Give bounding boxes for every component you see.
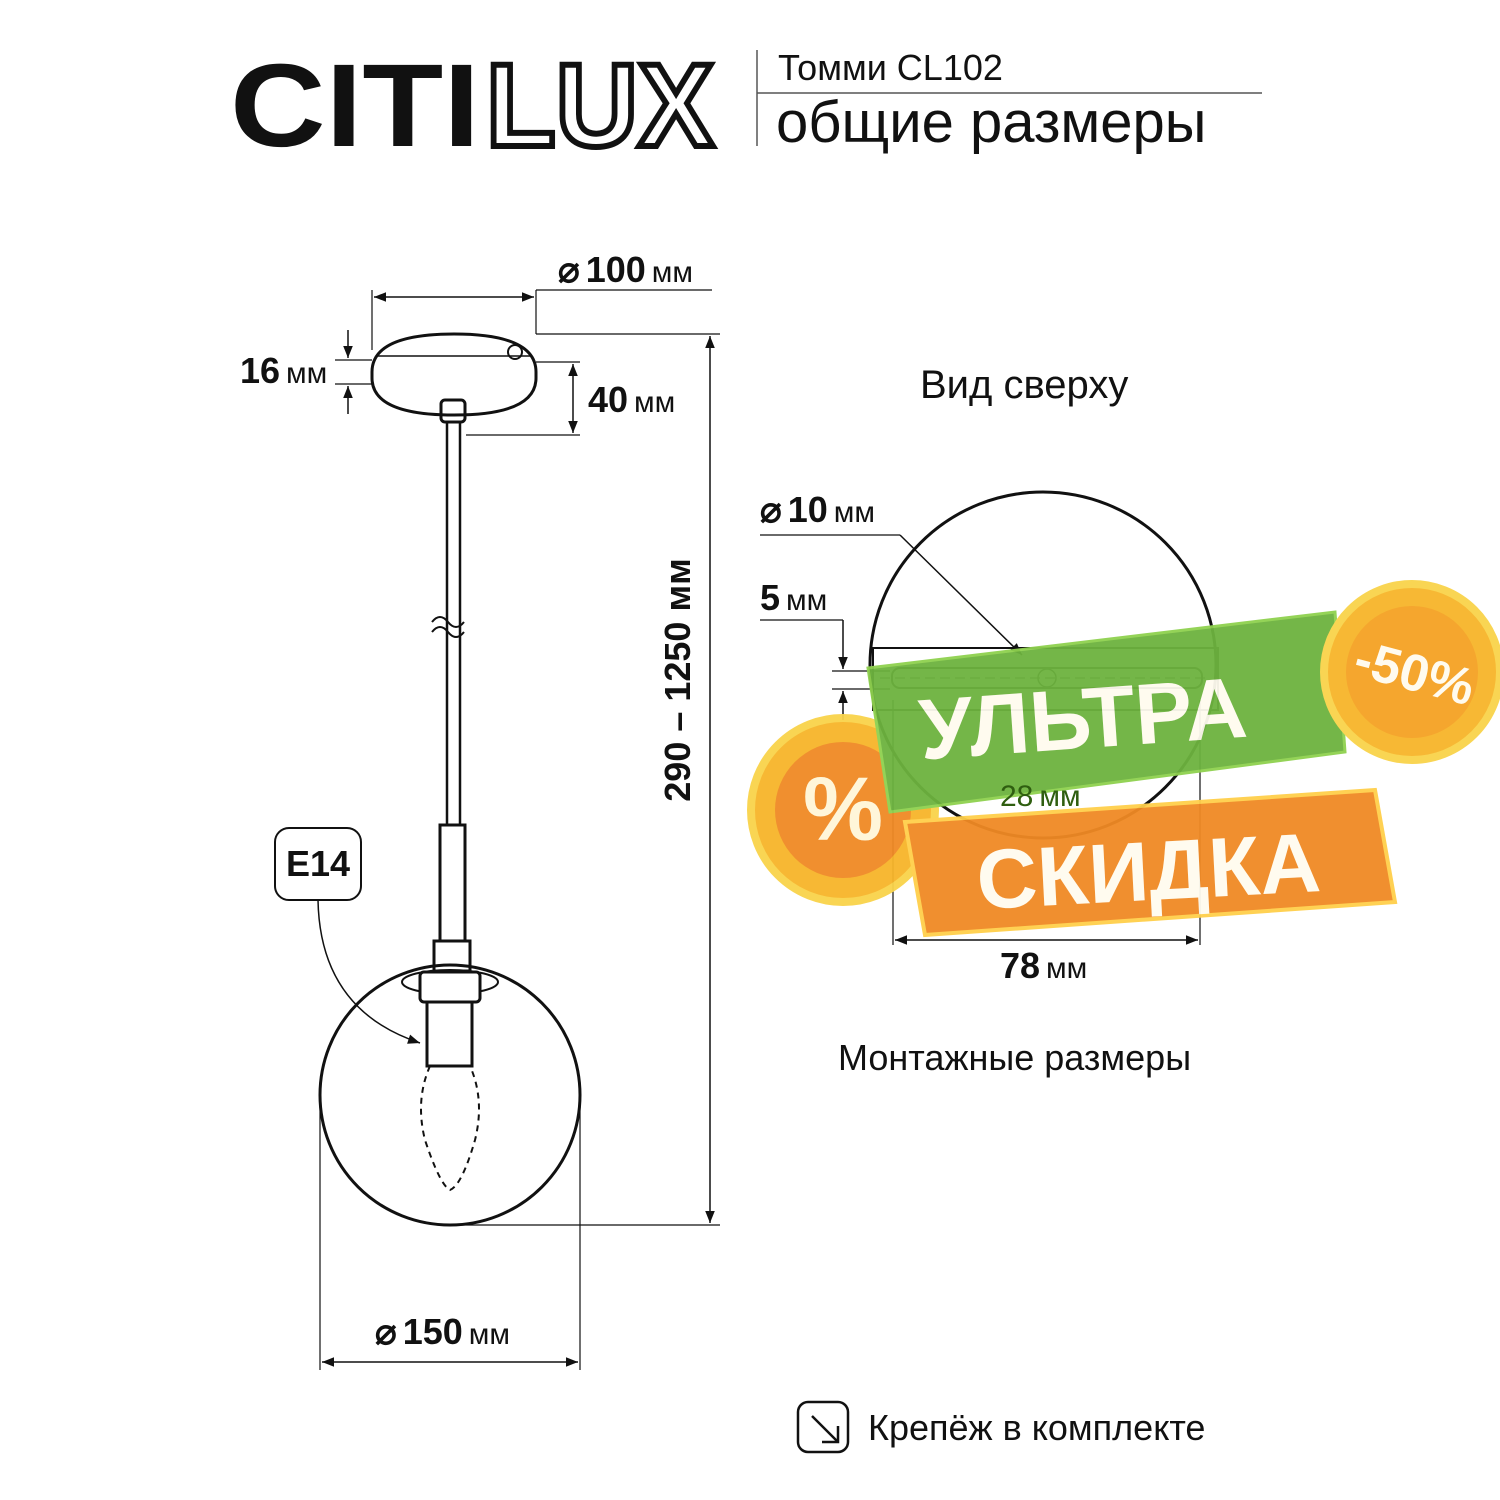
pendant-cord (431, 422, 472, 973)
socket-type-label: E14 (286, 843, 350, 884)
bulb-outline (420, 1065, 480, 1192)
promo-line-1: УЛЬТРА (916, 660, 1250, 779)
callout-arrow (317, 899, 421, 1044)
coin-left-percent: % (803, 760, 883, 860)
page-title: общие размеры (776, 90, 1207, 155)
promo-badge: % СКИДКА УЛЬТРА -50% (747, 580, 1500, 938)
green-banner (866, 610, 1347, 814)
screw-icon (507, 344, 523, 360)
brand-outline: LUX (486, 40, 714, 172)
model-name: Томми CL102 (778, 47, 1003, 88)
canopy (370, 332, 538, 424)
total-height-label: 290 – 1250 мм (657, 558, 698, 801)
mounting-icon (796, 1400, 850, 1454)
mounting-note: Крепёж в комплекте (868, 1407, 1205, 1448)
brand-logo: CITI LUX (230, 37, 717, 175)
orange-banner (902, 787, 1398, 938)
top-view-caption: Монтажные размеры (838, 1037, 1191, 1078)
brand-solid: CITI (230, 40, 480, 172)
top-view-title: Вид сверху (920, 363, 1128, 407)
promo-line-2: СКИДКА (974, 815, 1323, 927)
glass-globe (318, 963, 582, 1227)
